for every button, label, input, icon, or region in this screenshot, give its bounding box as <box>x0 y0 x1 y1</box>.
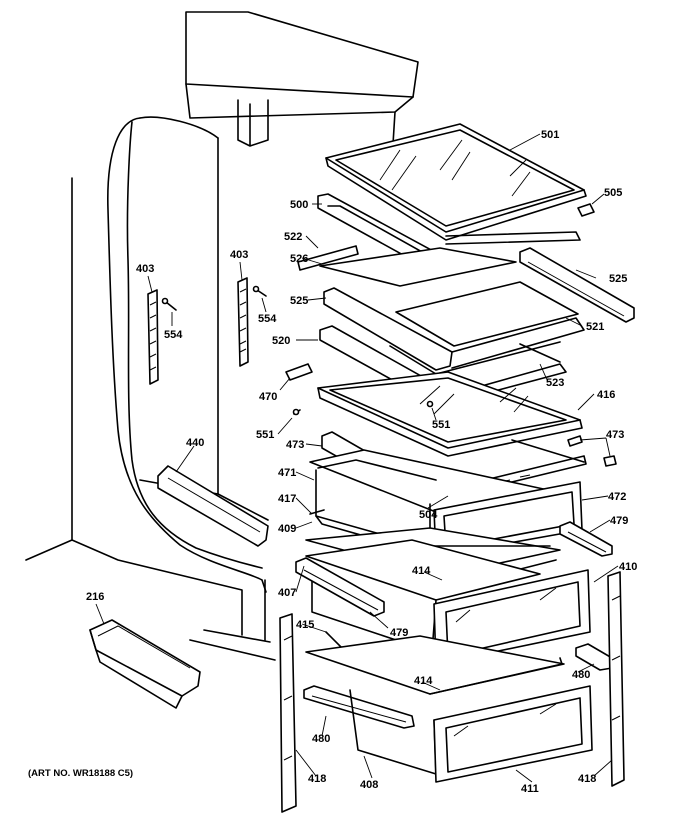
label-409: 409 <box>278 523 296 535</box>
art-number-caption: (ART NO. WR18188 C5) <box>28 768 133 779</box>
label-473-left: 473 <box>286 439 304 451</box>
label-479-left: 479 <box>390 627 408 639</box>
screw-554-center <box>252 285 267 297</box>
label-414-top: 414 <box>412 565 431 577</box>
label-472: 472 <box>608 491 626 503</box>
shelf-ladder-left <box>147 289 159 385</box>
rail-480-right <box>575 643 613 671</box>
shelf-ladder-center <box>237 277 249 367</box>
label-521: 521 <box>586 321 604 333</box>
label-480-left: 480 <box>312 733 330 745</box>
part-523 <box>519 343 561 363</box>
label-403-left: 403 <box>136 263 154 275</box>
label-505: 505 <box>604 187 622 199</box>
clip-505 <box>577 203 595 217</box>
label-418-left: 418 <box>308 773 326 785</box>
part-417 <box>309 509 325 515</box>
label-523: 523 <box>546 377 564 389</box>
glass-shelf-501 <box>325 123 587 241</box>
drawer-front-411 <box>433 685 593 783</box>
label-525-right: 525 <box>609 273 627 285</box>
label-410: 410 <box>619 561 637 573</box>
part-labels: 501 505 500 522 525 526 525 521 520 523 … <box>86 129 637 795</box>
label-216: 216 <box>86 591 104 603</box>
glass-panel-521 <box>395 281 579 347</box>
label-471: 471 <box>278 467 296 479</box>
label-440: 440 <box>186 437 204 449</box>
pan-cover-414-lower <box>305 635 565 695</box>
dairy-bin-216 <box>89 619 201 709</box>
label-418-right: 418 <box>578 773 596 785</box>
shelf-rail-525-right <box>519 247 635 323</box>
label-522: 522 <box>284 231 302 243</box>
label-411: 411 <box>521 783 539 795</box>
support-418-left <box>279 613 297 813</box>
label-551-left: 551 <box>256 429 274 441</box>
slide-479-left <box>295 557 385 617</box>
label-407: 407 <box>278 587 296 599</box>
label-520: 520 <box>272 335 290 347</box>
label-473-right: 473 <box>606 429 624 441</box>
slide-479-right <box>559 521 613 557</box>
leader-lines <box>95 133 619 783</box>
clip-473-right <box>567 435 617 467</box>
label-554-left: 554 <box>164 329 183 341</box>
label-500: 500 <box>290 199 308 211</box>
door-gasket <box>107 116 267 593</box>
label-551-right: 551 <box>432 419 450 431</box>
label-504: 504 <box>419 509 438 521</box>
label-480-right: 480 <box>572 669 590 681</box>
label-479-right: 479 <box>610 515 628 527</box>
bottom-rail-440 <box>157 465 269 547</box>
label-417: 417 <box>278 493 296 505</box>
label-526: 526 <box>290 253 308 265</box>
rail-480-left <box>303 685 415 729</box>
rail-522 <box>297 245 359 271</box>
label-525-left: 525 <box>290 295 308 307</box>
cabinet-body <box>25 11 419 661</box>
label-408: 408 <box>360 779 378 791</box>
screw-551-right <box>426 400 434 408</box>
label-470: 470 <box>259 391 277 403</box>
spacer-470 <box>285 363 313 381</box>
label-416: 416 <box>597 389 615 401</box>
label-415: 415 <box>296 619 314 631</box>
glass-shelf-416 <box>317 371 583 457</box>
label-403-center: 403 <box>230 249 248 261</box>
label-501: 501 <box>541 129 559 141</box>
support-418-right <box>607 571 625 787</box>
screw-554-left <box>161 297 177 311</box>
label-414-lower: 414 <box>414 675 433 687</box>
glass-526 <box>319 247 517 287</box>
screw-551-left <box>292 408 301 416</box>
label-554-center: 554 <box>258 313 277 325</box>
